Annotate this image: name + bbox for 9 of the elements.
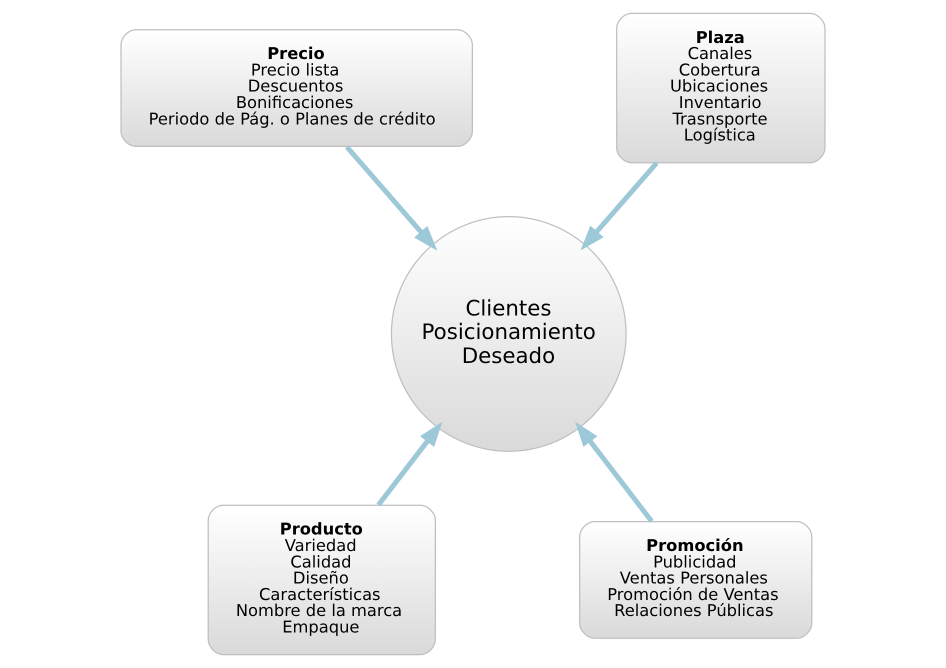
node-box: Precio Precio lista Descuentos Bonificaciones Periodo de Pág. o Planes de crédito (120, 29, 473, 148)
node-box: Producto Variedad Calidad Diseño Características Nombre de la marca Empaque (208, 504, 436, 656)
node-circle: Clientes Posicionamiento Deseado (390, 216, 627, 452)
node-box: Plaza Canales Cobertura Ubicaciones Inventario Trasnsporte Logística (616, 12, 826, 164)
arrow (345, 145, 438, 251)
node-box: Promoción Publicidad Ventas Personales Promoción de Ventas Relaciones Públicas (579, 520, 812, 639)
arrow (376, 422, 442, 506)
arrow (575, 422, 654, 523)
arrow (580, 161, 659, 250)
